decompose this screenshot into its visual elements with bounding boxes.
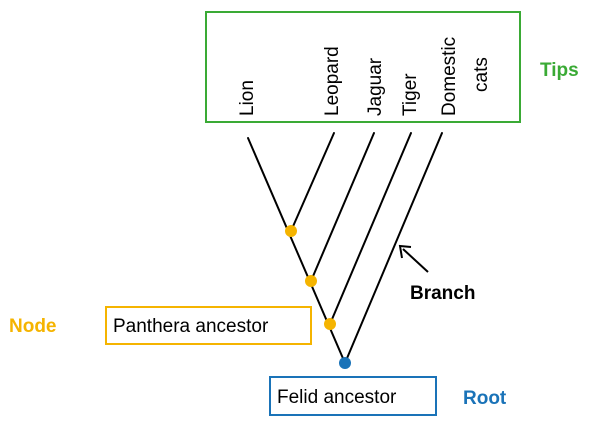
branch-annotation: Branch <box>410 283 475 304</box>
root-annotation: Root <box>463 388 507 409</box>
branch-arrow <box>398 244 429 273</box>
tip-label-tiger: Tiger <box>400 73 421 116</box>
felid-ancestor-label: Felid ancestor <box>277 387 397 408</box>
node-annotation: Node <box>9 316 57 337</box>
tips-box <box>205 11 521 123</box>
node-dot-2 <box>305 275 317 287</box>
branch-domestic-cats <box>344 132 443 364</box>
branch-jaguar <box>310 132 375 282</box>
branch-leopard <box>290 132 335 232</box>
tip-label-cats: cats <box>471 57 492 92</box>
tree-branches <box>247 132 443 364</box>
branch-tiger <box>329 132 412 325</box>
tips-annotation: Tips <box>540 60 579 81</box>
node-dot-panthera <box>324 318 336 330</box>
tip-label-jaguar: Jaguar <box>365 57 386 116</box>
panthera-ancestor-label: Panthera ancestor <box>113 316 269 337</box>
root-dot <box>339 357 351 369</box>
felid-ancestor-box <box>269 376 437 416</box>
tip-label-lion: Lion <box>237 80 258 116</box>
tip-label-leopard: Leopard <box>322 46 343 116</box>
panthera-ancestor-box <box>105 306 312 345</box>
node-dot-1 <box>285 225 297 237</box>
tip-label-domestic: Domestic <box>439 37 460 116</box>
